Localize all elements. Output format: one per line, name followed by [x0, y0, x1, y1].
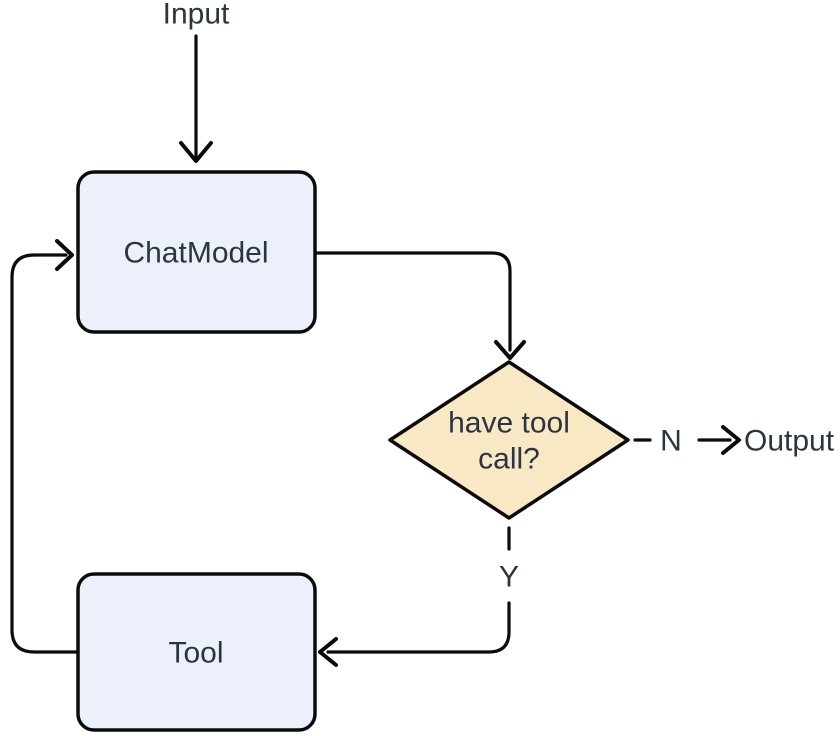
edge-decision-to-tool: [326, 601, 511, 654]
arrowhead-down-icon: [179, 141, 213, 163]
node-decision-diamond: [388, 360, 630, 520]
chatmodel-label: ChatModel: [123, 237, 268, 270]
arrowhead-right-icon: [55, 239, 74, 271]
edge-label-y: Y: [499, 561, 519, 594]
arrowhead-down-icon: [494, 340, 526, 360]
decision-label-line1: have tool: [448, 407, 570, 440]
edge-tool-to-chatmodel: [10, 253, 80, 654]
edge-chatmodel-to-decision: [313, 251, 512, 352]
decision-label-line2: call?: [478, 443, 540, 476]
arrowhead-left-icon: [318, 637, 338, 667]
node-tool: [76, 572, 317, 732]
edge-label-n: N: [660, 425, 682, 458]
node-chatmodel: [76, 170, 317, 334]
input-label: Input: [163, 0, 230, 31]
output-label: Output: [744, 425, 835, 458]
arrowhead-right-icon: [721, 425, 741, 455]
tool-label: Tool: [168, 637, 223, 670]
